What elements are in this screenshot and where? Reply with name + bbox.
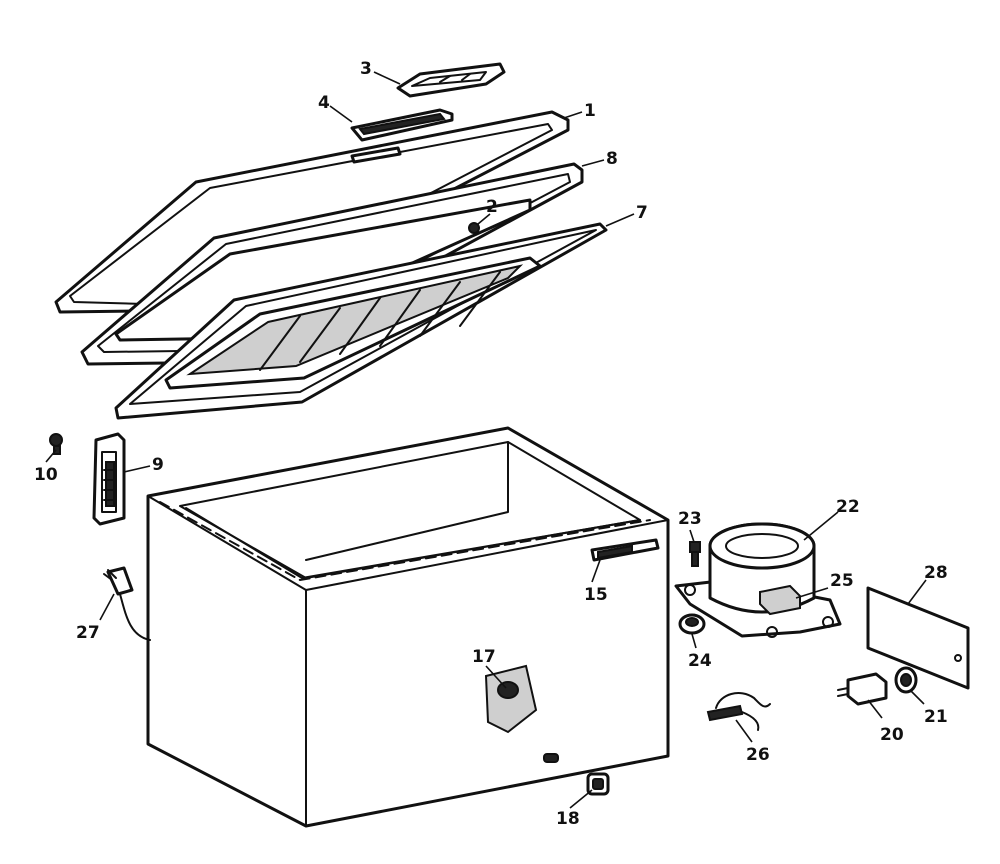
callout-15: 15	[584, 585, 608, 605]
start-relay	[759, 584, 801, 616]
callout-17: 17	[472, 647, 496, 667]
drain-outlet	[543, 753, 559, 763]
overload-protector	[837, 672, 888, 706]
relay-clip	[894, 666, 918, 694]
callout-leaders	[45, 71, 927, 809]
indicator-light	[590, 538, 660, 562]
callout-27: 27	[76, 623, 100, 643]
drain-cap	[586, 772, 610, 796]
lid-stud	[468, 222, 480, 234]
callout-22: 22	[836, 497, 860, 517]
callout-9: 9	[152, 455, 164, 475]
callout-3: 3	[360, 59, 372, 79]
compressor	[674, 522, 842, 638]
mounting-grommet	[678, 613, 706, 635]
freezer-cabinet	[146, 426, 670, 828]
callout-8: 8	[606, 149, 618, 169]
thermostat-control	[484, 664, 538, 734]
callout-labels: 3 4 1 8 2 7 9 10 15 17 18 20 21 22 23 24…	[34, 59, 948, 829]
callout-21: 21	[924, 707, 948, 727]
callout-28: 28	[924, 563, 948, 583]
callout-7: 7	[636, 203, 648, 223]
callout-4: 4	[318, 93, 330, 113]
power-cord	[103, 566, 151, 641]
lid-handle	[396, 62, 506, 98]
callout-24: 24	[688, 651, 712, 671]
callout-2: 2	[486, 197, 498, 217]
handle-base	[350, 108, 454, 142]
lid-hinge	[92, 432, 126, 526]
mounting-bolt	[689, 541, 701, 567]
access-panel	[866, 586, 970, 690]
callout-26: 26	[746, 745, 770, 765]
callout-23: 23	[678, 509, 702, 529]
callout-1: 1	[584, 101, 596, 121]
callout-18: 18	[556, 809, 580, 829]
wiring-harness	[706, 692, 771, 731]
callout-10: 10	[34, 465, 58, 485]
hinge-screw	[49, 433, 63, 455]
lid-liner	[114, 222, 608, 420]
callout-20: 20	[880, 725, 904, 745]
callout-25: 25	[830, 571, 854, 591]
